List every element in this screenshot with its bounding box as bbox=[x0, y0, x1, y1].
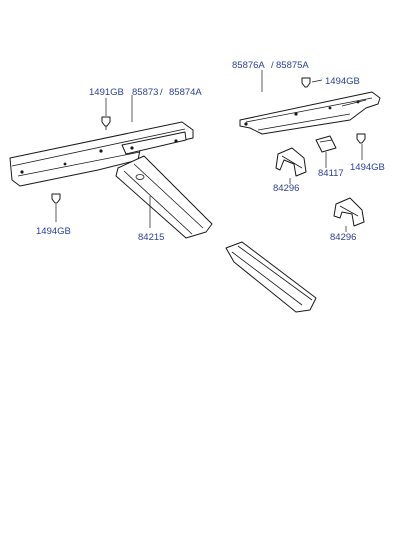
support-rail bbox=[115, 155, 213, 239]
label-separator-right: / bbox=[271, 60, 274, 71]
leader-lines bbox=[55, 70, 363, 232]
label-84296-center: 84296 bbox=[273, 183, 299, 194]
clip-1494gb-left-icon bbox=[51, 193, 61, 204]
label-1494gb-top: 1494GB bbox=[325, 76, 360, 87]
label-84117: 84117 bbox=[318, 168, 344, 179]
label-85876a: 85876A bbox=[232, 60, 265, 71]
bracket-small bbox=[315, 135, 337, 153]
clip-1491gb-icon bbox=[101, 116, 111, 130]
lower-rail bbox=[225, 241, 317, 313]
label-1494gb-left: 1494GB bbox=[36, 226, 71, 237]
label-separator-left: / bbox=[160, 87, 163, 98]
label-1494gb-right: 1494GB bbox=[350, 162, 385, 173]
label-85874a: 85874A bbox=[169, 87, 202, 98]
clip-1494gb-top-icon bbox=[301, 77, 311, 88]
label-85875a: 85875A bbox=[276, 60, 309, 71]
label-84296-right: 84296 bbox=[330, 232, 356, 243]
bracket-center bbox=[275, 147, 307, 177]
label-85873: 85873 bbox=[132, 87, 158, 98]
crossmember-assembly bbox=[9, 121, 194, 187]
label-84215: 84215 bbox=[138, 232, 164, 243]
bracket-right bbox=[333, 197, 365, 227]
front-member bbox=[239, 91, 381, 135]
clip-1494gb-right-icon bbox=[356, 133, 366, 144]
label-1491gb: 1491GB bbox=[89, 87, 124, 98]
